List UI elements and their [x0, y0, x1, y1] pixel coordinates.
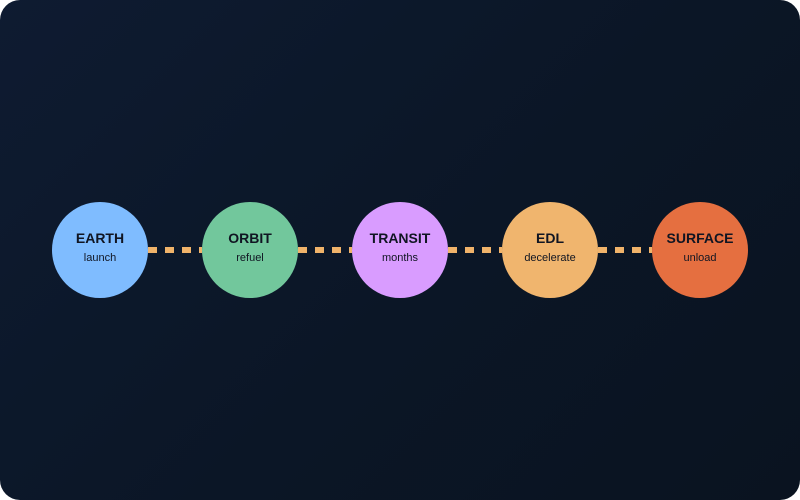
stage-node-transit: TRANSIT months: [352, 202, 448, 298]
connector-earth-orbit: [148, 247, 202, 253]
stage-subtitle: months: [381, 251, 419, 264]
connector-transit-edl: [448, 247, 502, 253]
stage-node-orbit: ORBIT refuel: [202, 202, 298, 298]
stage-subtitle: refuel: [236, 251, 264, 264]
connector-edl-surface: [598, 247, 652, 253]
stage-title: EARTH: [75, 229, 125, 246]
stage-title: TRANSIT: [369, 229, 431, 246]
stage-subtitle: launch: [83, 251, 117, 264]
stage-title: EDL: [536, 229, 564, 246]
stage-node-edl: EDL decelerate: [502, 202, 598, 298]
stage-subtitle: unload: [683, 251, 717, 264]
stage-title: ORBIT: [228, 229, 272, 246]
connector-orbit-transit: [298, 247, 352, 253]
stage-node-earth: EARTH launch: [52, 202, 148, 298]
stage-subtitle: decelerate: [524, 251, 576, 264]
stage-title: SURFACE: [666, 229, 734, 246]
stage-node-surface: SURFACE unload: [652, 202, 748, 298]
